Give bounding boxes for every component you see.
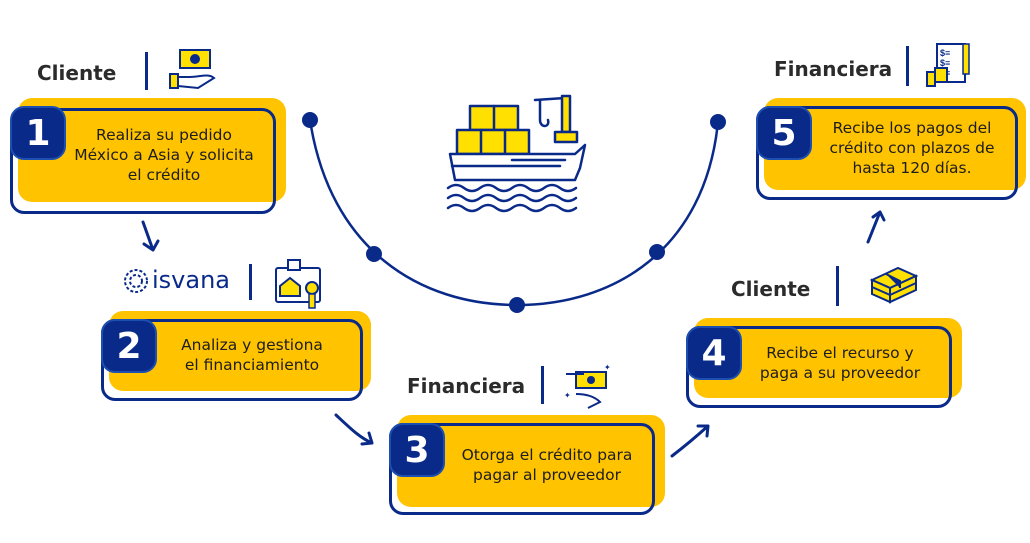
cargo-ship-icon	[446, 94, 587, 213]
divider	[145, 52, 148, 90]
property-certificate-icon	[275, 259, 321, 309]
step-number-badge: 2	[101, 319, 157, 373]
invoice-receipt-icon: $≡ $≡ $≡	[926, 43, 970, 87]
actor-label: Cliente	[37, 61, 117, 85]
step-text-line: crédito con plazos de	[829, 139, 995, 157]
svg-text:$≡: $≡	[940, 58, 950, 68]
arc-dot	[710, 114, 726, 130]
isvana-logo-icon	[124, 269, 148, 293]
step-number-badge: 4	[686, 326, 742, 380]
step-text-line: Otorga el crédito para	[461, 446, 633, 464]
step-number-badge: 1	[10, 106, 66, 160]
divider	[906, 46, 909, 86]
step-text-line: paga a su proveedor	[759, 364, 921, 382]
actor-label: Financiera	[407, 374, 526, 398]
step-text-line: hasta 120 días.	[852, 159, 972, 177]
hand-giving-money-icon: ✦ ✦	[564, 363, 611, 409]
divider	[249, 264, 252, 300]
arrow-icon	[141, 220, 160, 252]
divider	[836, 266, 839, 306]
divider	[541, 366, 544, 404]
arc-dot	[366, 246, 382, 262]
step-text-line: el crédito	[127, 166, 201, 184]
svg-text:✦: ✦	[564, 391, 571, 400]
step-text-line: Recibe el recurso y	[766, 344, 914, 362]
arc-dot	[302, 112, 318, 128]
money-in-hand-icon	[169, 49, 216, 90]
step-number-badge: 3	[389, 423, 445, 477]
arrow-icon	[866, 210, 886, 244]
company-logo-text: isvana	[152, 266, 230, 294]
step-text-line: el financiamiento	[184, 356, 320, 374]
arrow-icon	[670, 424, 710, 458]
step-text-line: pagar al proveedor	[473, 466, 621, 484]
step-number-badge: 5	[756, 106, 812, 160]
arrow-icon	[334, 413, 374, 446]
actor-label: Financiera	[774, 57, 893, 81]
svg-text:$≡: $≡	[940, 48, 950, 58]
step-text-line: México a Asia y solicita	[74, 146, 254, 164]
actor-label: Cliente	[731, 277, 811, 301]
svg-text:✦: ✦	[604, 363, 611, 372]
arc-dot	[509, 297, 525, 313]
arc-dot	[649, 244, 665, 260]
step-text-line: Analiza y gestiona	[181, 336, 323, 354]
cash-stack-icon	[869, 266, 919, 304]
step-text-line: Realiza su pedido	[96, 126, 232, 144]
step-text-line: Recibe los pagos del	[832, 119, 992, 137]
